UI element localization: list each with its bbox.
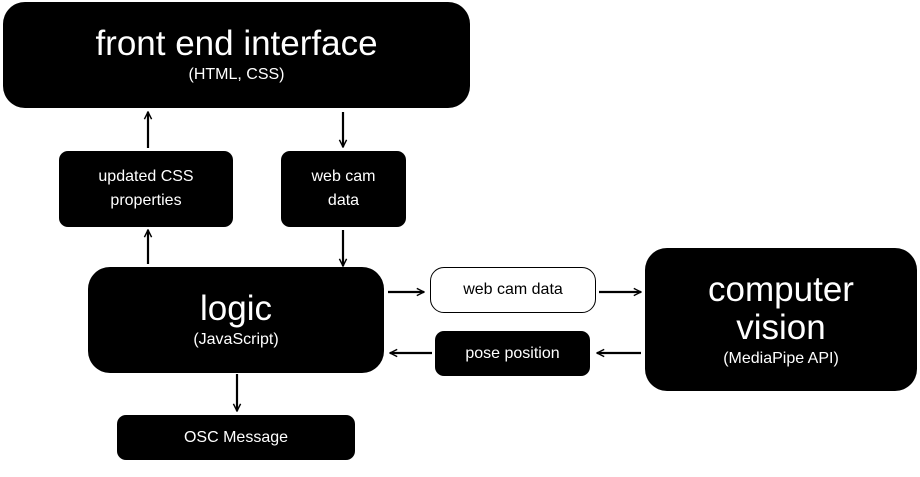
logic-subtitle: (JavaScript) [193,331,279,348]
updated-css-properties-label: updated CSS properties [98,168,194,209]
updated-css-properties-node: updated CSS properties [59,151,233,227]
front-end-interface-subtitle: (HTML, CSS) [188,66,285,83]
pose-position-label: pose position [465,344,560,362]
computer-vision-node: computer vision (MediaPipe API) [645,248,917,391]
computer-vision-subtitle: (MediaPipe API) [723,349,839,367]
front-end-interface-node: front end interface (HTML, CSS) [3,2,470,108]
computer-vision-title: computer vision [708,269,854,347]
osc-message-node: OSC Message [117,415,355,460]
pose-position-node: pose position [435,331,590,376]
web-cam-data-mid-label: web cam data [463,281,563,298]
web-cam-data-mid-node: web cam data [430,267,596,313]
web-cam-data-top-label: web cam data [311,168,376,209]
web-cam-data-top-node: web cam data [281,151,406,227]
front-end-interface-title: front end interface [95,24,378,63]
logic-title: logic [200,289,272,328]
logic-node: logic (JavaScript) [88,267,384,373]
osc-message-label: OSC Message [183,428,289,446]
